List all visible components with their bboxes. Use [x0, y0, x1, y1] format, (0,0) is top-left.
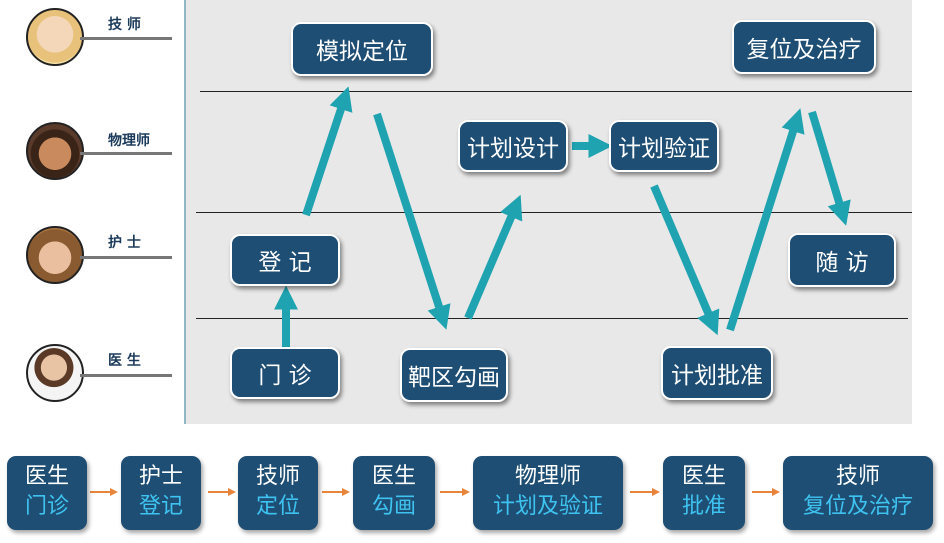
nurse-avatar-icon: [26, 226, 84, 284]
role-label: 技 师: [108, 17, 141, 33]
role-label: 护 士: [108, 235, 141, 251]
role-line: [80, 374, 172, 377]
arrow-target-to-design: [464, 194, 523, 320]
technician-avatar-icon: [26, 8, 84, 66]
step-simulation: 模拟定位: [291, 22, 433, 76]
step-target: 靶区勾画: [400, 348, 508, 402]
role-doctor: 医 生: [0, 344, 172, 404]
step-plan-design: 计划设计: [458, 120, 568, 172]
arrow-register-to-simulation: [302, 86, 353, 217]
lane-divider-3: [196, 318, 908, 319]
flow-role: 医生: [371, 464, 416, 489]
flow-action: 定位: [255, 494, 300, 519]
step-reposition: 复位及治疗: [732, 20, 876, 74]
flow-role: 护士: [138, 464, 183, 489]
flow-role: 医生: [24, 464, 69, 489]
step-clinic: 门 诊: [230, 347, 340, 399]
flow-step: 技师 定位: [238, 456, 318, 530]
flow-role: 技师: [255, 464, 300, 489]
lane-divider-1: [200, 91, 912, 92]
role-line: [80, 37, 172, 40]
doctor-avatar-icon: [26, 344, 84, 402]
flow-step: 护士 登记: [121, 456, 201, 530]
flow-role: 技师: [835, 464, 880, 489]
role-label: 物理师: [108, 133, 150, 149]
role-physicist: 物理师: [0, 122, 172, 182]
flow-action: 登记: [138, 494, 183, 519]
flow-action: 计划及验证: [492, 494, 603, 519]
flow-action: 勾画: [371, 494, 416, 519]
role-line: [80, 152, 172, 155]
flow-step: 技师 复位及治疗: [783, 456, 933, 530]
flow-step: 医生 勾画: [353, 456, 435, 530]
flow-action: 批准: [681, 494, 726, 519]
flow-role: 物理师: [514, 464, 581, 489]
step-plan-verify: 计划验证: [609, 120, 719, 172]
arrow-approve-to-reposition: [726, 108, 805, 332]
flow-action: 门诊: [24, 494, 69, 519]
step-followup: 随 访: [788, 233, 896, 287]
role-nurse: 护 士: [0, 226, 172, 286]
arrow-reposition-to-followup: [808, 110, 851, 226]
role-label: 医 生: [108, 353, 141, 369]
step-plan-approve: 计划批准: [661, 346, 773, 400]
flow-action: 复位及治疗: [802, 494, 913, 519]
flow-step: 医生 门诊: [7, 456, 87, 530]
role-line: [80, 256, 172, 259]
flow-role: 医生: [681, 464, 726, 489]
flow-step: 医生 批准: [663, 456, 745, 530]
flow-step: 物理师 计划及验证: [473, 456, 623, 530]
physicist-avatar-icon: [26, 122, 84, 180]
role-technician: 技 师: [0, 8, 172, 68]
arrow-simulation-to-target: [373, 112, 451, 330]
lane-divider-2: [196, 212, 912, 213]
step-register: 登 记: [230, 234, 340, 286]
panel-divider: [184, 0, 186, 424]
arrow-verify-to-approve: [650, 184, 720, 336]
